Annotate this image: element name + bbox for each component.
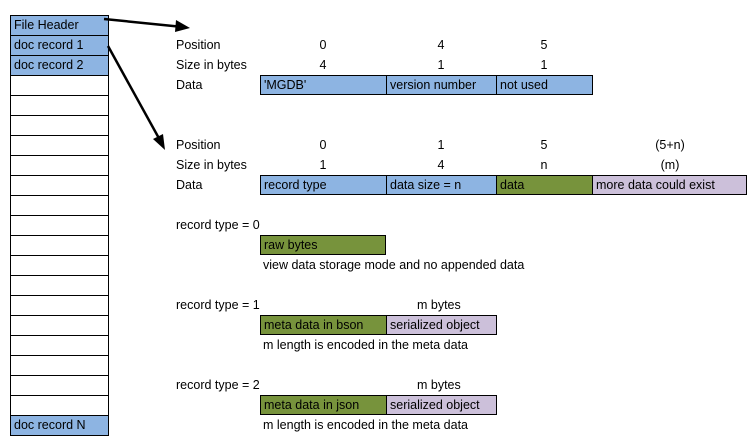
data-cell: data — [496, 175, 593, 195]
record-size-value: 1 — [319, 158, 327, 172]
magic-cell: 'MGDB' — [260, 75, 387, 95]
serialized-object-cell: serialized object — [386, 395, 497, 415]
record-size-value: n — [540, 158, 548, 172]
meta-data-json-cell: meta data in json — [260, 395, 387, 415]
empty-record-cell — [10, 275, 109, 296]
not-used-cell: not used — [496, 75, 593, 95]
record-arrow — [106, 45, 163, 143]
empty-record-cell — [10, 135, 109, 156]
record-arrowhead — [153, 134, 165, 150]
empty-record-cell — [10, 335, 109, 356]
empty-record-cell — [10, 235, 109, 256]
header-size-value: 1 — [540, 58, 548, 72]
empty-record-cell — [10, 315, 109, 336]
record-position-value: 5 — [540, 138, 548, 152]
file-section-cell: File Header — [10, 15, 109, 36]
empty-record-cell — [10, 155, 109, 176]
header-position-value: 5 — [540, 38, 548, 52]
header-arrowhead — [175, 20, 190, 32]
file-section-cell: doc record 2 — [10, 55, 109, 76]
empty-record-cell — [10, 95, 109, 116]
header-position-value: 0 — [319, 38, 327, 52]
header-position-label: Position — [176, 38, 221, 52]
record-type-label: record type = 1 — [176, 298, 260, 312]
meta-data-bson-cell: meta data in bson — [260, 315, 387, 335]
record-position-value: 1 — [437, 138, 445, 152]
data-size-cell: data size = n — [386, 175, 497, 195]
record-type-note: m length is encoded in the meta data — [263, 418, 468, 432]
record-data-label: Data — [176, 178, 203, 192]
record-type-cell: record type — [260, 175, 387, 195]
record-size-value: (m) — [660, 158, 680, 172]
header-size-value: 1 — [437, 58, 445, 72]
version-number-cell: version number — [386, 75, 497, 95]
header-position-value: 4 — [437, 38, 445, 52]
record-type-note: view data storage mode and no appended d… — [263, 258, 525, 272]
serialized-object-cell: serialized object — [386, 315, 497, 335]
m-bytes-label: m bytes — [417, 378, 461, 392]
m-bytes-label: m bytes — [417, 298, 461, 312]
more-data-cell: more data could exist — [592, 175, 747, 195]
header-size-value: 4 — [319, 58, 327, 72]
header-size-label: Size in bytes — [176, 58, 247, 72]
file-section-cell: doc record 1 — [10, 35, 109, 56]
record-size-value: 4 — [437, 158, 445, 172]
empty-record-cell — [10, 255, 109, 276]
empty-record-cell — [10, 195, 109, 216]
record-type-note: m length is encoded in the meta data — [263, 338, 468, 352]
record-position-value: 0 — [319, 138, 327, 152]
empty-record-cell — [10, 395, 109, 416]
record-position-label: Position — [176, 138, 221, 152]
raw-bytes-cell: raw bytes — [260, 235, 386, 255]
record-type-label: record type = 2 — [176, 378, 260, 392]
empty-record-cell — [10, 375, 109, 396]
record-position-value: (5+n) — [655, 138, 685, 152]
empty-record-cell — [10, 355, 109, 376]
empty-record-cell — [10, 115, 109, 136]
header-arrow — [103, 17, 184, 29]
header-data-label: Data — [176, 78, 203, 92]
record-size-label: Size in bytes — [176, 158, 247, 172]
empty-record-cell — [10, 295, 109, 316]
empty-record-cell — [10, 75, 109, 96]
empty-record-cell — [10, 215, 109, 236]
empty-record-cell — [10, 175, 109, 196]
file-section-cell: doc record N — [10, 415, 109, 436]
record-type-label: record type = 0 — [176, 218, 260, 232]
